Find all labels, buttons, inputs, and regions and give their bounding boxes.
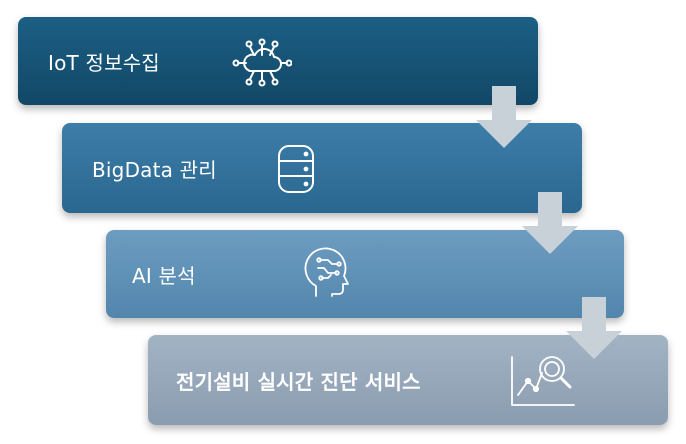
database-icon	[278, 145, 314, 193]
down-arrow-icon	[476, 86, 532, 148]
analytics-search-icon	[511, 356, 575, 406]
step-ai-analysis: AI 분석	[106, 230, 624, 318]
step-label: IoT 정보수집	[48, 50, 160, 75]
down-arrow-icon	[522, 192, 578, 254]
step-iot-collection: IoT 정보수집	[18, 17, 538, 105]
step-label: BigData 관리	[92, 157, 217, 182]
down-arrow-icon	[566, 297, 622, 359]
iot-cloud-icon	[232, 38, 292, 87]
step-label: AI 분석	[132, 263, 196, 288]
step-realtime-diagnosis-service: 전기설비 실시간 진단 서비스	[148, 335, 668, 425]
ai-brain-icon	[304, 247, 349, 297]
step-bigdata-management: BigData 관리	[62, 123, 582, 213]
step-label: 전기설비 실시간 진단 서비스	[176, 369, 421, 394]
